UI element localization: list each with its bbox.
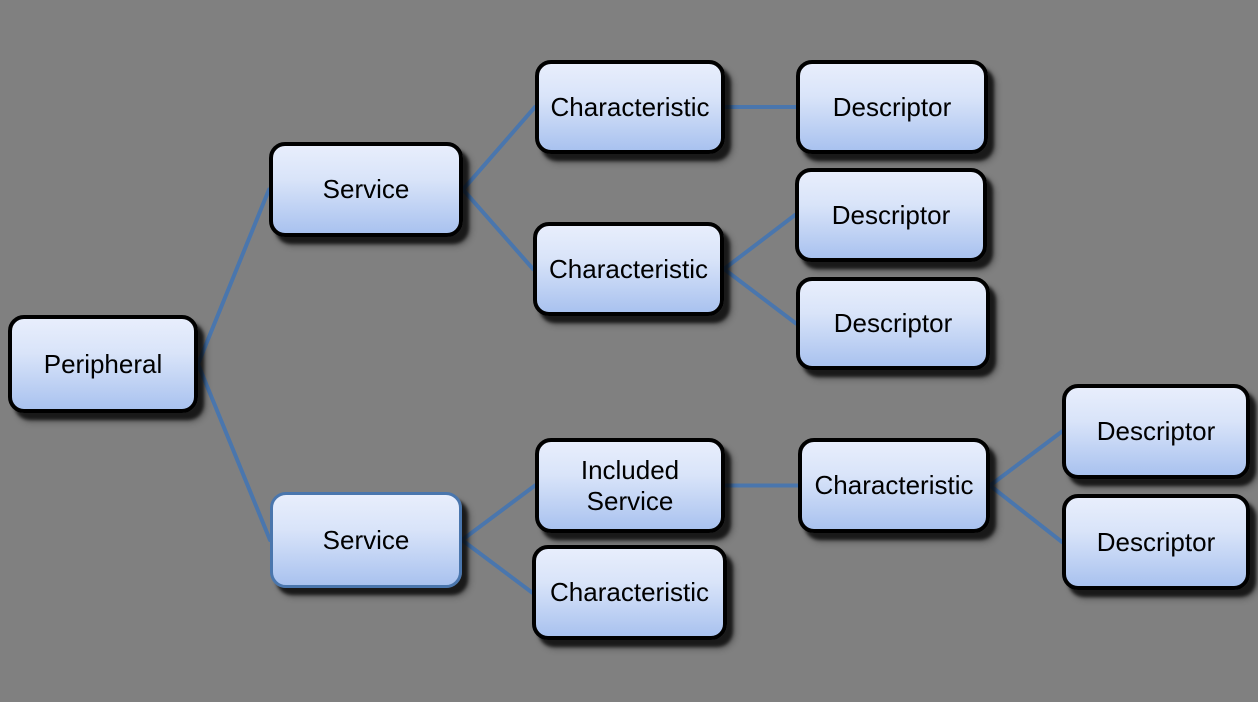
edge-characteristic-2-to-descriptor-2 — [722, 213, 797, 271]
edge-peripheral-to-service-2 — [196, 362, 272, 542]
node-characteristic-1: Characteristic — [535, 60, 725, 154]
node-characteristic-2: Characteristic — [533, 222, 724, 316]
edge-service-1-to-characteristic-2 — [461, 187, 535, 271]
node-label: Descriptor — [1096, 526, 1216, 557]
edge-peripheral-to-service-1 — [196, 187, 271, 366]
node-descriptor-4: Descriptor — [1062, 384, 1250, 479]
node-label: Peripheral — [43, 348, 163, 379]
node-label: Descriptor — [831, 199, 951, 230]
edge-service-2-to-included-service — [460, 483, 537, 542]
node-label: Service — [322, 174, 410, 205]
node-label: Characteristic — [814, 470, 974, 501]
node-label: Descriptor — [832, 91, 952, 122]
edge-characteristic-4-to-descriptor-4 — [988, 429, 1064, 488]
node-label: Characteristic — [550, 91, 710, 122]
node-label: Descriptor — [833, 308, 953, 339]
edge-characteristic-4-to-descriptor-5 — [988, 483, 1064, 544]
node-label: Descriptor — [1096, 416, 1216, 447]
node-service-2: Service — [270, 492, 462, 588]
node-characteristic-4: Characteristic — [798, 438, 990, 533]
node-label: Included Service — [580, 454, 680, 516]
node-service-1: Service — [269, 142, 463, 237]
node-included-service: Included Service — [535, 438, 725, 533]
edge-service-1-to-characteristic-1 — [461, 105, 537, 192]
node-descriptor-1: Descriptor — [796, 60, 988, 154]
node-label: Characteristic — [549, 253, 708, 284]
node-label: Service — [322, 524, 410, 555]
node-label: Characteristic — [550, 577, 709, 608]
edge-characteristic-2-to-descriptor-3 — [722, 267, 798, 326]
node-descriptor-5: Descriptor — [1062, 494, 1250, 590]
edge-service-2-to-characteristic-3 — [460, 538, 534, 595]
node-descriptor-2: Descriptor — [795, 168, 987, 262]
node-descriptor-3: Descriptor — [796, 277, 990, 370]
node-characteristic-3: Characteristic — [532, 545, 727, 640]
node-peripheral: Peripheral — [8, 315, 198, 413]
